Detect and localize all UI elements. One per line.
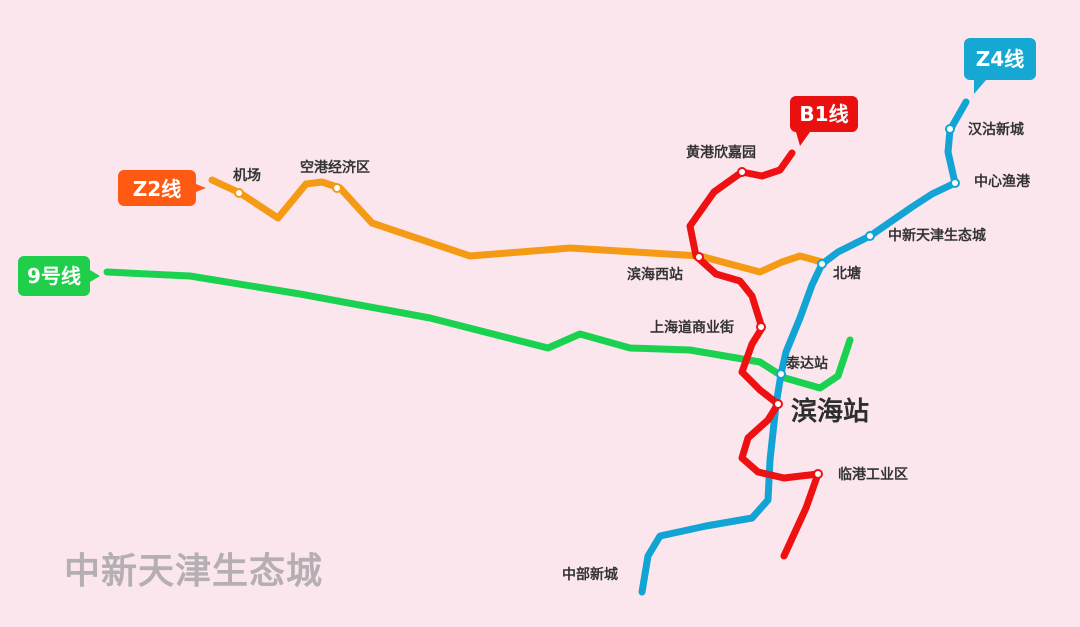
station-label-airport: 机场 bbox=[233, 167, 261, 184]
callout-badge-icon bbox=[964, 38, 1036, 94]
station-label-shanghai-rd: 上海道商业街 bbox=[650, 319, 734, 336]
line-badge-z2[interactable]: Z2线 bbox=[118, 170, 206, 206]
station-label-eco-city: 中新天津生态城 bbox=[888, 227, 986, 244]
station-label-lingang: 临港工业区 bbox=[838, 466, 908, 483]
line-badge-z4[interactable]: Z4线 bbox=[964, 38, 1036, 94]
line-9-route bbox=[103, 268, 854, 392]
station-airport-icon[interactable] bbox=[234, 188, 244, 198]
station-huanggang-icon[interactable] bbox=[737, 167, 747, 177]
station-airport-econ-zone-icon[interactable] bbox=[332, 183, 342, 193]
station-shanghai-rd-icon[interactable] bbox=[756, 322, 766, 332]
line-badge-z2-label: Z2线 bbox=[133, 177, 181, 201]
station-label-zhongxin-port: 中心渔港 bbox=[974, 173, 1031, 190]
station-label-huanggang: 黄港欣嘉园 bbox=[686, 144, 756, 161]
station-label-taida: 泰达站 bbox=[785, 355, 828, 372]
station-beitang-icon[interactable] bbox=[817, 259, 827, 269]
station-label-binhai: 滨海站 bbox=[791, 396, 869, 427]
station-label-zhongbu: 中部新城 bbox=[562, 566, 618, 583]
station-eco-city-icon[interactable] bbox=[865, 231, 875, 241]
callout-badge-icon bbox=[790, 96, 858, 146]
station-zhongxin-port-icon[interactable] bbox=[950, 178, 960, 188]
line-badge-b1-label: B1线 bbox=[799, 102, 848, 126]
line-badge-b1[interactable]: B1线 bbox=[790, 96, 858, 146]
line-z4-route bbox=[638, 98, 970, 596]
line-badge-z4-label: Z4线 bbox=[976, 47, 1024, 71]
station-hangu-icon[interactable] bbox=[945, 124, 955, 134]
line-b1-route bbox=[686, 149, 822, 560]
callout-badge-icon bbox=[118, 170, 206, 206]
watermark-title: 中新天津生态城 bbox=[64, 551, 324, 592]
station-taida-icon[interactable] bbox=[776, 369, 786, 379]
line-badge-9[interactable]: 9号线 bbox=[18, 256, 100, 296]
station-label-hangu: 汉沽新城 bbox=[968, 121, 1024, 138]
station-label-binhai-west: 滨海西站 bbox=[627, 266, 683, 283]
station-label-airport-econ-zone: 空港经济区 bbox=[300, 159, 370, 176]
station-binhai-icon[interactable] bbox=[773, 399, 783, 409]
station-lingang-icon[interactable] bbox=[813, 469, 823, 479]
line-z2-route bbox=[208, 176, 826, 276]
line-badge-9-label: 9号线 bbox=[27, 264, 81, 288]
callout-badge-icon bbox=[18, 256, 100, 296]
station-binhai-west-icon[interactable] bbox=[694, 252, 704, 262]
station-label-beitang: 北塘 bbox=[833, 265, 861, 282]
